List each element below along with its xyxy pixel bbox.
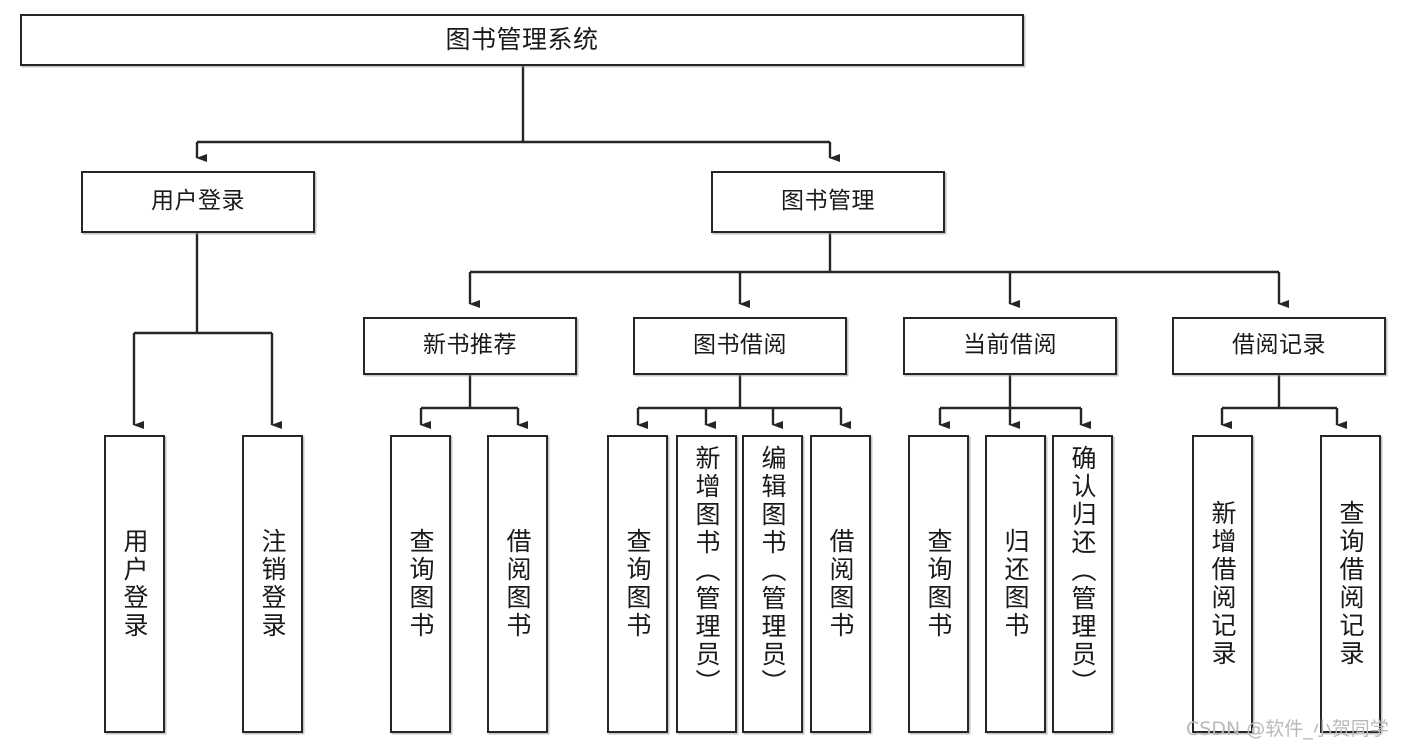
node-current-borrowing[interactable]: 当前借阅	[903, 317, 1117, 375]
leaf-edit-book-admin[interactable]: 编辑图书（管理员）	[742, 435, 803, 733]
leaf-confirm-return-admin[interactable]: 确认归还（管理员）	[1052, 435, 1113, 733]
leaf-user-logout[interactable]: 注销登录	[242, 435, 303, 733]
node-label: 当前借阅	[963, 332, 1057, 359]
edges-root-to-level2	[195, 66, 840, 162]
node-label: 查询图书	[623, 528, 652, 640]
node-root-book-management-system[interactable]: 图书管理系统	[20, 14, 1024, 66]
node-label: 图书管理	[781, 188, 875, 215]
edges-book-borrow-to-leaves	[636, 375, 851, 429]
node-book-management[interactable]: 图书管理	[711, 171, 945, 233]
leaf-borrow-query-book[interactable]: 查询图书	[607, 435, 668, 733]
leaf-rec-query-book[interactable]: 查询图书	[390, 435, 451, 733]
node-label: 用户登录	[151, 188, 245, 215]
leaf-rec-borrow-book[interactable]: 借阅图书	[487, 435, 548, 733]
node-label: 新增图书（管理员）	[692, 445, 721, 697]
leaf-query-borrow-record[interactable]: 查询借阅记录	[1320, 435, 1381, 733]
leaf-user-login[interactable]: 用户登录	[104, 435, 165, 733]
edges-book-manage-to-level3	[468, 233, 1289, 308]
node-label: 图书管理系统	[445, 25, 599, 55]
node-label: 借阅图书	[503, 528, 532, 640]
node-label: 新书推荐	[423, 332, 517, 359]
node-label: 确认归还（管理员）	[1068, 445, 1097, 697]
edges-current-borrow-to-leaves	[938, 375, 1091, 429]
node-label: 编辑图书（管理员）	[758, 445, 787, 697]
node-label: 新增借阅记录	[1208, 500, 1237, 668]
leaf-add-borrow-record[interactable]: 新增借阅记录	[1192, 435, 1253, 733]
node-label: 借阅图书	[826, 528, 855, 640]
node-label: 注销登录	[258, 528, 287, 640]
edges-borrow-record-to-leaves	[1220, 375, 1347, 429]
node-label: 借阅记录	[1232, 332, 1326, 359]
node-book-borrowing[interactable]: 图书借阅	[633, 317, 847, 375]
leaf-return-book[interactable]: 归还图书	[985, 435, 1046, 733]
node-label: 查询图书	[924, 528, 953, 640]
node-user-login[interactable]: 用户登录	[81, 171, 315, 233]
edges-user-login-to-leaves	[132, 233, 282, 429]
node-label: 查询借阅记录	[1336, 500, 1365, 668]
leaf-borrow-book[interactable]: 借阅图书	[810, 435, 871, 733]
edges-new-book-rec-to-leaves	[419, 375, 528, 429]
node-new-book-recommendation[interactable]: 新书推荐	[363, 317, 577, 375]
node-label: 查询图书	[406, 528, 435, 640]
node-label: 归还图书	[1001, 528, 1030, 640]
node-label: 用户登录	[120, 528, 149, 640]
leaf-current-query-book[interactable]: 查询图书	[908, 435, 969, 733]
node-label: 图书借阅	[693, 332, 787, 359]
leaf-add-book-admin[interactable]: 新增图书（管理员）	[676, 435, 737, 733]
node-borrowing-records[interactable]: 借阅记录	[1172, 317, 1386, 375]
